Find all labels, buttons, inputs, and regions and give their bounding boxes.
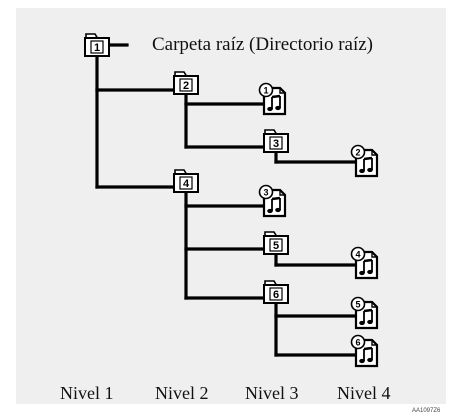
folder-number-4: 4 (183, 178, 190, 190)
file-number-5: 5 (355, 300, 360, 310)
root-folder-label: Carpeta raíz (Directorio raíz) (152, 34, 374, 55)
music-file-icon-2: 2 (350, 144, 379, 178)
folder-number-1: 1 (94, 42, 100, 54)
folder-icon-2: 2 (173, 71, 199, 95)
figure-code: AA1097Z6 (412, 408, 441, 414)
music-file-icon-5: 5 (350, 296, 379, 330)
tree-connectors (95, 43, 358, 357)
folder-number-6: 6 (273, 289, 279, 301)
music-file-icon-3: 3 (258, 184, 287, 218)
level-label-1: Nivel 1 (60, 383, 114, 403)
folder-icon-5: 5 (263, 231, 289, 255)
level-label-2: Nivel 2 (155, 383, 209, 403)
music-file-icon-6: 6 (350, 334, 379, 368)
folder-number-5: 5 (273, 240, 279, 252)
folder-icon-4: 4 (173, 169, 199, 193)
music-file-icon-4: 4 (350, 246, 379, 280)
folder-number-3: 3 (273, 138, 279, 150)
file-number-6: 6 (355, 338, 360, 348)
file-number-2: 2 (355, 148, 360, 158)
music-file-icon-1: 1 (258, 82, 287, 116)
folder-icon-6: 6 (263, 280, 289, 304)
tree-icons: 1 2 3 4 5 6 1 2 3 4 5 6 (84, 33, 379, 368)
level-label-4: Nivel 4 (337, 383, 391, 403)
file-number-3: 3 (263, 188, 268, 198)
folder-icon-3: 3 (263, 129, 289, 153)
level-label-3: Nivel 3 (245, 383, 299, 403)
folder-number-2: 2 (183, 80, 189, 92)
folder-icon-1: 1 (84, 33, 110, 57)
file-number-1: 1 (263, 86, 268, 96)
file-number-4: 4 (355, 250, 360, 260)
